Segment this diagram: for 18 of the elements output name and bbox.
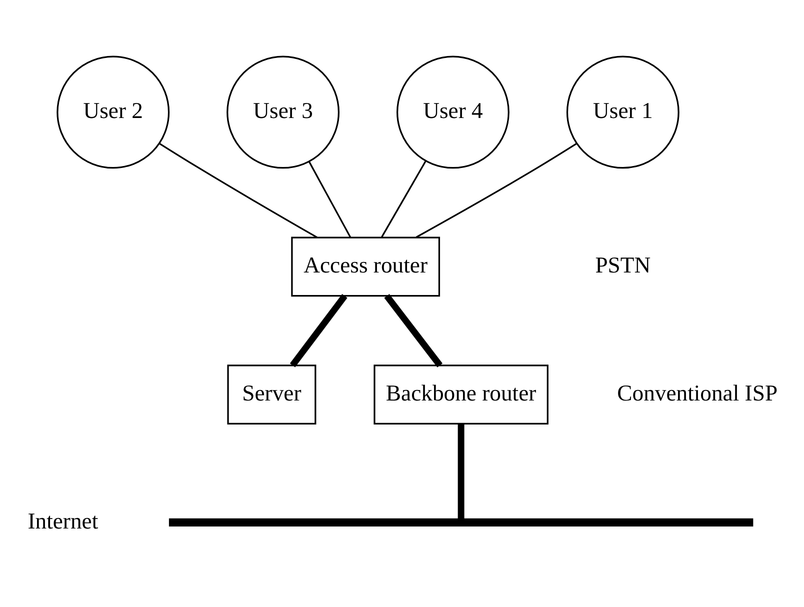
connector: [384, 294, 442, 367]
node-box: Access router: [291, 236, 440, 296]
connector: [458, 423, 464, 518]
connector: [381, 160, 426, 238]
node-circle: User 1: [566, 55, 680, 168]
label: PSTN: [595, 252, 651, 278]
node-box: Server: [227, 364, 316, 424]
node-circle: User 4: [396, 55, 510, 168]
connector: [290, 294, 348, 367]
node-circle: User 3: [226, 55, 340, 168]
node-bar: [168, 518, 754, 526]
connector: [308, 160, 352, 238]
node-box: Backbone router: [374, 364, 548, 424]
node-circle: User 2: [56, 55, 170, 168]
label: Conventional ISP: [617, 380, 778, 406]
connector: [416, 142, 577, 238]
connector: [159, 142, 318, 238]
node-label: Internet: [28, 508, 98, 533]
